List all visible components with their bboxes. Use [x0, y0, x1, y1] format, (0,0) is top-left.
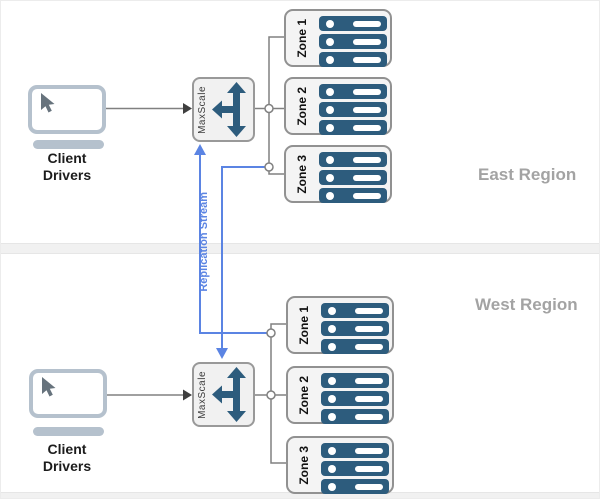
west-zone3-servers: Zone 3: [286, 436, 394, 494]
server-rack-icon: [319, 13, 387, 67]
west-region-label: West Region: [475, 295, 578, 314]
west-zone1-servers: Zone 1: [286, 296, 394, 354]
west-replication-junction-dot: [266, 328, 276, 338]
replication-down-arrowhead-icon: [216, 348, 228, 359]
server-icon: [321, 479, 389, 494]
server-icon: [319, 120, 387, 135]
east-monitor-base: [33, 140, 104, 149]
server-rack-icon: [321, 300, 389, 354]
server-rack-icon: [319, 149, 387, 203]
west-client-label: Client Drivers: [42, 441, 92, 474]
server-icon: [321, 339, 389, 354]
east-maxscale-node: MaxScale: [192, 77, 255, 142]
server-icon: [321, 321, 389, 336]
east-junction-dot: [264, 103, 274, 114]
server-icon: [319, 34, 387, 49]
server-rack-icon: [321, 370, 389, 424]
server-icon: [319, 84, 387, 99]
west-client-monitor-icon: [29, 369, 107, 418]
west-maxscale-label: MaxScale: [197, 370, 208, 419]
server-icon: [321, 461, 389, 476]
maxscale-arrows-icon: [212, 367, 246, 422]
east-zone2-label: Zone 2: [295, 86, 309, 126]
west-zone2-servers: Zone 2: [286, 366, 394, 424]
east-client-monitor-icon: [28, 85, 106, 134]
server-icon: [319, 188, 387, 203]
east-region-label: East Region: [478, 165, 577, 184]
east-zone1-servers: Zone 1: [284, 9, 392, 67]
east-maxscale-label: MaxScale: [197, 85, 208, 134]
replication-west-to-east-line: [199, 154, 267, 334]
east-replication-junction-dot: [264, 162, 274, 172]
server-icon: [321, 391, 389, 406]
replication-up-arrowhead-icon: [194, 144, 206, 155]
west-zone1-label: Zone 1: [297, 305, 311, 345]
east-client-label: Client Drivers: [42, 150, 92, 183]
west-client-arrowhead-icon: [183, 389, 192, 401]
server-icon: [321, 373, 389, 388]
maxscale-arrows-icon: [212, 82, 246, 137]
server-icon: [319, 170, 387, 185]
server-rack-icon: [319, 81, 387, 135]
server-icon: [319, 102, 387, 117]
east-client-arrowhead-icon: [183, 103, 192, 114]
server-icon: [321, 443, 389, 458]
server-icon: [319, 52, 387, 67]
east-zone3-servers: Zone 3: [284, 145, 392, 203]
east-zone1-label: Zone 1: [295, 18, 309, 58]
west-zone3-label: Zone 3: [297, 445, 311, 485]
west-maxscale-node: MaxScale: [192, 362, 255, 427]
server-icon: [321, 303, 389, 318]
west-zone2-label: Zone 2: [297, 375, 311, 415]
server-icon: [321, 409, 389, 424]
replication-east-to-west-line: [221, 166, 265, 349]
replication-stream-label: Replication Stream: [198, 192, 210, 292]
east-zone3-label: Zone 3: [295, 154, 309, 194]
server-icon: [319, 152, 387, 167]
region-divider: [1, 243, 599, 254]
cursor-icon: [42, 377, 56, 397]
cursor-icon: [41, 93, 55, 113]
server-rack-icon: [321, 440, 389, 494]
west-junction-dot: [266, 390, 276, 400]
server-icon: [319, 16, 387, 31]
east-zone2-servers: Zone 2: [284, 77, 392, 135]
west-monitor-base: [33, 427, 104, 436]
